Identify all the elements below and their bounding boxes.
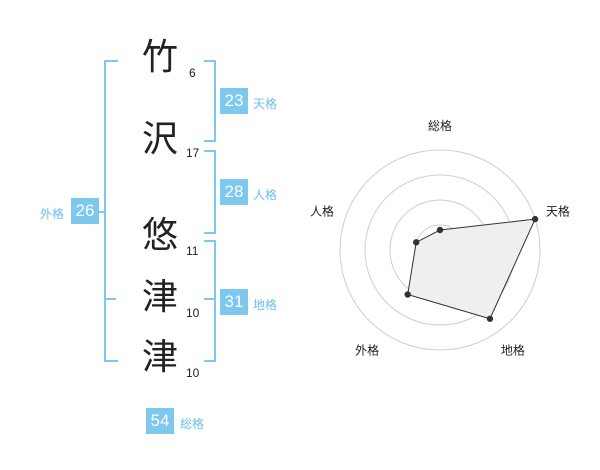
stroke-count-3: 11 bbox=[186, 244, 199, 258]
jinkaku-bracket bbox=[204, 150, 216, 234]
radar-point-1 bbox=[531, 215, 539, 223]
radar-axis-label-3: 外格 bbox=[355, 342, 379, 357]
soukaku-badge: 54 bbox=[146, 408, 174, 434]
tenkaku-badge: 23 bbox=[220, 88, 248, 114]
radar-axis-label-2: 地格 bbox=[501, 342, 525, 357]
gaikaku-label: 外格 bbox=[40, 207, 65, 221]
tenkaku-label: 天格 bbox=[253, 97, 278, 111]
stroke-count-1: 6 bbox=[189, 66, 196, 80]
chikaku-bracket bbox=[204, 240, 216, 362]
jinkaku-badge: 28 bbox=[220, 179, 248, 205]
name-char-4: 津 bbox=[142, 277, 179, 318]
stroke-count-2: 17 bbox=[186, 146, 200, 160]
radar-point-4 bbox=[413, 239, 420, 246]
soukaku-label: 総格 bbox=[180, 417, 205, 431]
radar-point-2 bbox=[486, 315, 494, 322]
gaikaku-divider bbox=[104, 298, 116, 300]
chikaku-badge: 31 bbox=[220, 289, 248, 315]
radar-ring-4 bbox=[339, 149, 541, 351]
radar-axis-label-4: 人格 bbox=[310, 204, 334, 219]
name-char-1: 竹 bbox=[142, 37, 179, 78]
stroke-count-5: 10 bbox=[186, 366, 200, 380]
chikaku-divider bbox=[204, 298, 214, 300]
tenkaku-bracket bbox=[204, 60, 216, 142]
radar-point-3 bbox=[404, 291, 411, 298]
radar-axis-label-1: 天格 bbox=[546, 204, 570, 219]
name-char-2: 沢 bbox=[142, 119, 179, 160]
name-char-3: 悠 bbox=[142, 215, 179, 256]
radar-point-0 bbox=[436, 226, 444, 234]
gaikaku-badge: 26 bbox=[71, 198, 99, 224]
jinkaku-label: 人格 bbox=[253, 188, 278, 202]
radar-shape bbox=[407, 218, 536, 320]
stroke-count-4: 10 bbox=[186, 306, 200, 320]
chikaku-label: 地格 bbox=[253, 298, 278, 312]
name-char-5: 津 bbox=[142, 337, 179, 378]
radar-axis-label-0: 総格 bbox=[428, 118, 452, 133]
gaikaku-connector bbox=[98, 211, 106, 213]
gaikaku-bracket bbox=[104, 60, 118, 362]
